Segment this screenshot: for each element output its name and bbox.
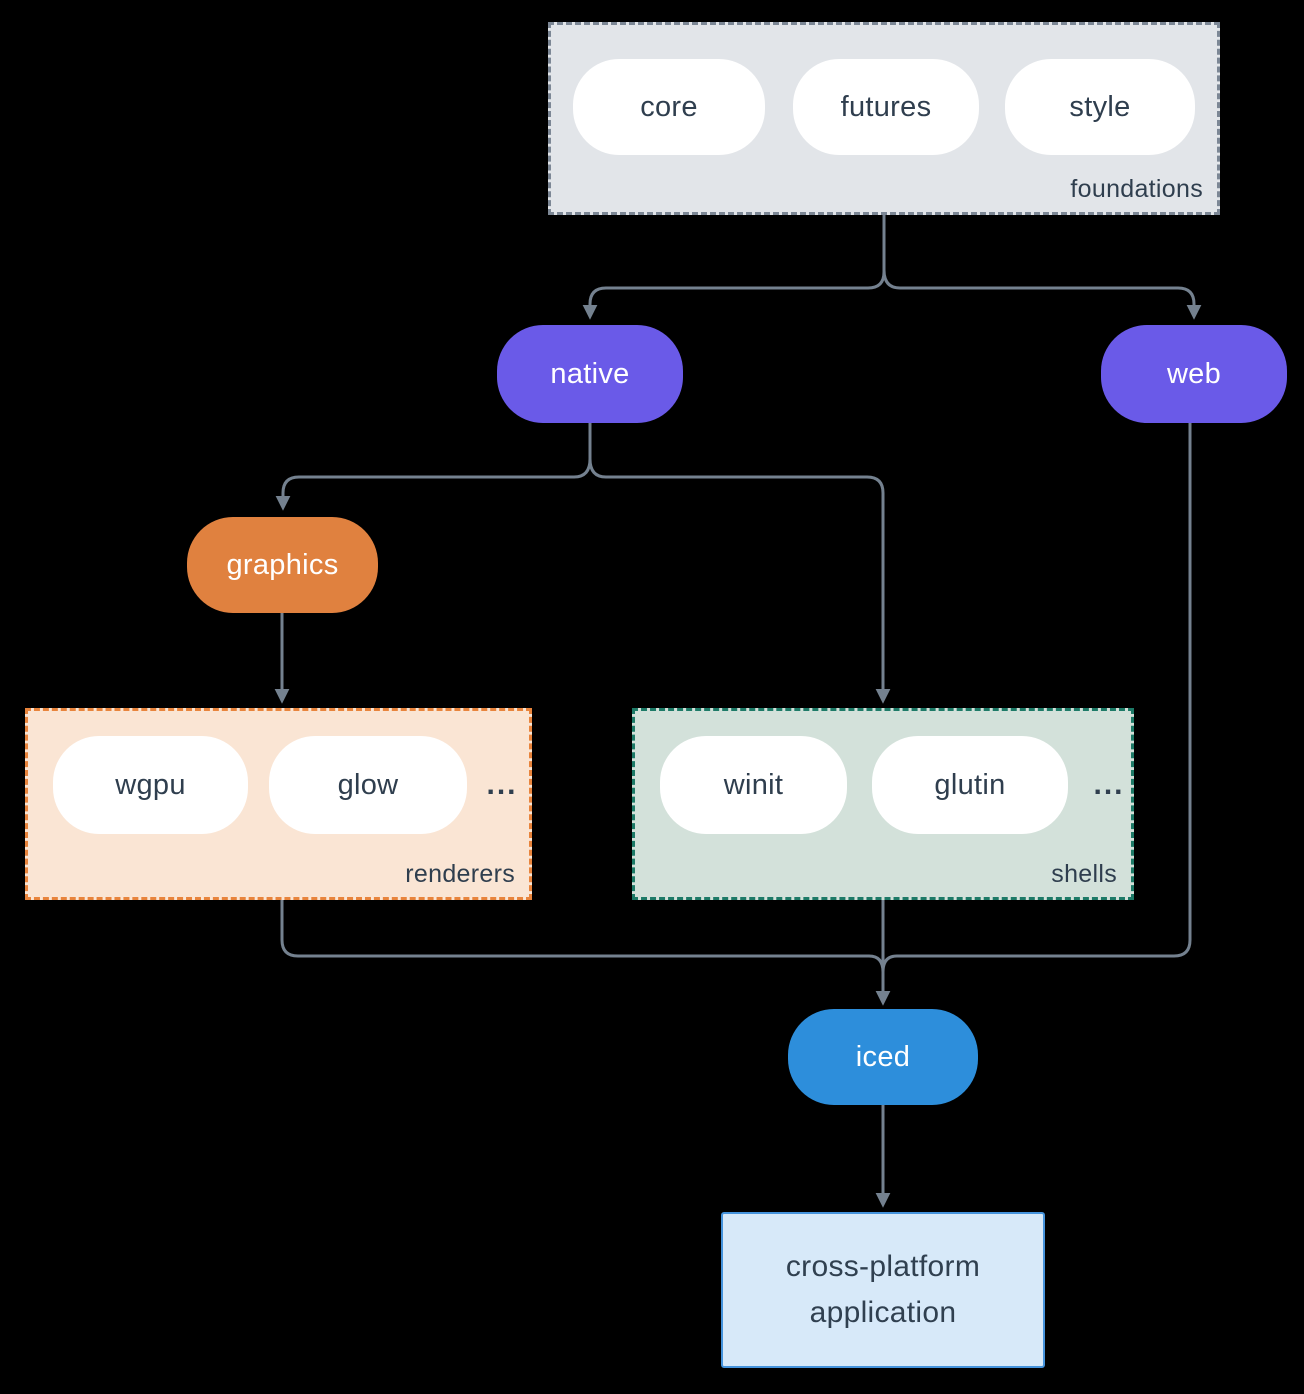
node-native-label: native bbox=[550, 357, 630, 390]
shells-ellipsis: ... bbox=[1093, 768, 1125, 801]
arrow-foundations-to-native bbox=[582, 215, 886, 320]
renderers-group: wgpu glow ... renderers bbox=[25, 708, 532, 900]
arrow-native-to-graphics bbox=[275, 423, 592, 511]
renderers-group-label: renderers bbox=[405, 860, 515, 888]
line-renderers-to-merge bbox=[280, 900, 885, 973]
node-iced-label: iced bbox=[855, 1040, 911, 1073]
node-style: style bbox=[1005, 59, 1195, 155]
node-web: web bbox=[1101, 325, 1287, 423]
node-wgpu-label: wgpu bbox=[115, 768, 186, 801]
node-futures: futures bbox=[793, 59, 979, 155]
node-graphics: graphics bbox=[187, 517, 378, 613]
node-winit-label: winit bbox=[723, 768, 784, 801]
shells-group: winit glutin ... shells bbox=[632, 708, 1134, 900]
application-label-line1: cross-platform bbox=[785, 1250, 981, 1283]
arrow-native-to-shells bbox=[588, 458, 891, 704]
application-label-line2: application bbox=[809, 1296, 957, 1329]
node-iced: iced bbox=[788, 1009, 978, 1105]
application-box: cross-platform application bbox=[721, 1212, 1045, 1368]
node-winit: winit bbox=[660, 736, 847, 834]
node-glutin: glutin bbox=[872, 736, 1068, 834]
node-style-label: style bbox=[1069, 90, 1131, 123]
foundations-group-label: foundations bbox=[1070, 175, 1203, 203]
node-glow-label: glow bbox=[337, 768, 399, 801]
node-core: core bbox=[573, 59, 765, 155]
node-native: native bbox=[497, 325, 683, 423]
node-graphics-label: graphics bbox=[226, 548, 339, 581]
node-glow: glow bbox=[269, 736, 467, 834]
renderers-ellipsis: ... bbox=[486, 768, 518, 801]
node-futures-label: futures bbox=[840, 90, 932, 123]
shells-group-label: shells bbox=[1051, 860, 1117, 888]
foundations-group: core futures style foundations bbox=[548, 22, 1220, 215]
node-wgpu: wgpu bbox=[53, 736, 248, 834]
node-web-label: web bbox=[1166, 357, 1222, 390]
node-glutin-label: glutin bbox=[934, 768, 1006, 801]
node-core-label: core bbox=[640, 90, 698, 123]
arrow-foundations-to-web bbox=[882, 269, 1202, 320]
